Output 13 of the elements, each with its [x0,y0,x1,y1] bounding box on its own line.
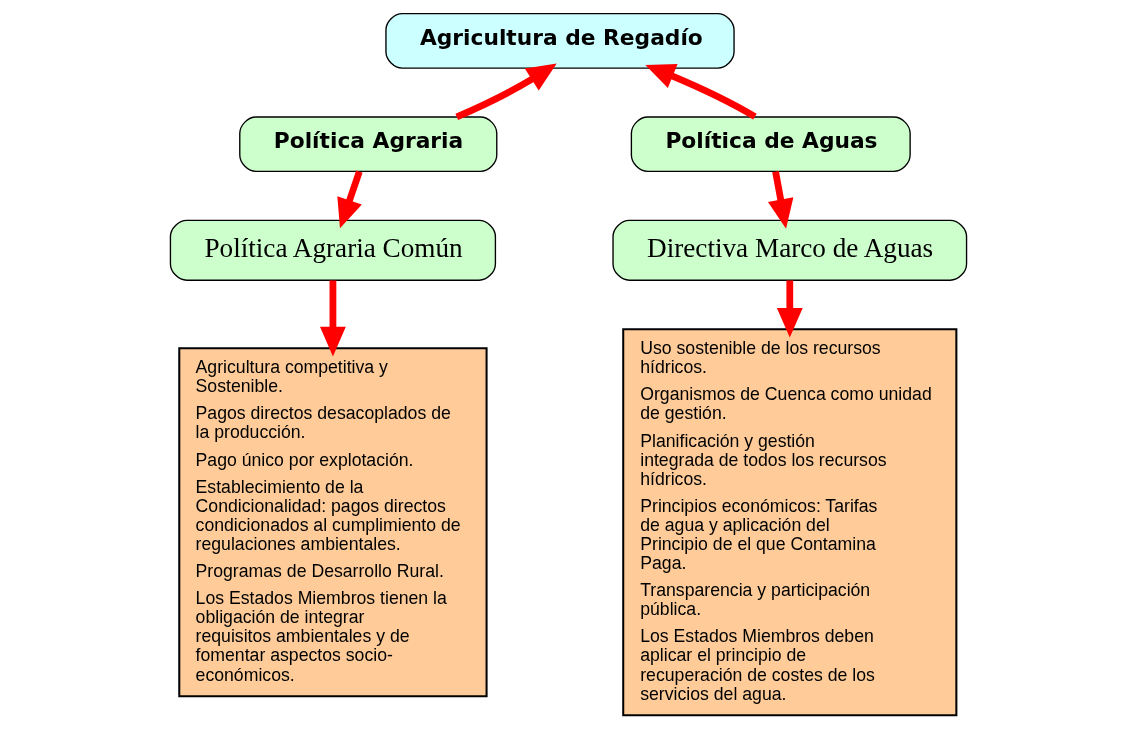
node-box: Política de Aguas [630,116,911,173]
arrow [776,280,803,338]
node-box: Directiva Marco de Aguas [611,219,967,281]
arrow [454,63,557,120]
node-box: Uso sostenible de los recursos hídricos. Organismos de Cuenca como unidad de gestión. Planificación y gestión integrada de todos los recursos hídricos. Principios económicos: Tarifas de agua y aplicación del Principio de el que Contamina Paga. Transparencia y participación pública. Los Estados Miembros deben aplicar el principio de recuperación de costes de los servicios del agua. [621,328,957,717]
arrow [336,170,363,229]
node-box: Política Agraria Común [169,219,496,281]
arrow [767,171,793,229]
node-box: Agricultura de Regadío [384,13,735,69]
node-box: Agricultura competitiva y Sostenible. Pagos directos desacoplados de la producción. Pago único por explotación. Establecimiento de la Condicionalidad: pagos directos condicionados al cumplimiento de regulaciones ambientales. Programas de Desarrollo Rural. Los Estados Miembros tienen la obligación de integrar requisitos ambientales y de fomentar aspectos socio-económicos. [177,347,488,698]
arrow [644,64,757,120]
node-box: Política Agraria [238,116,497,173]
arrow [319,280,346,357]
